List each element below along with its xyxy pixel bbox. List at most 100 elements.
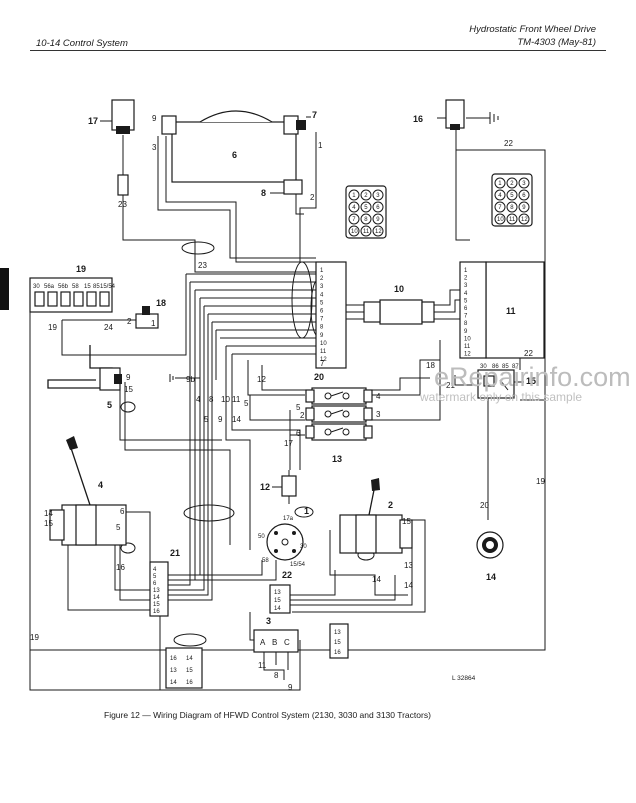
switch-terminal-17a: 17a (283, 516, 294, 522)
component-10-connector (363, 299, 435, 325)
wire-label-13-6: 6 (296, 429, 301, 438)
component-15-relay (477, 369, 515, 399)
connector-11-pin: 4 (464, 291, 468, 297)
pin-face-number: 2 (510, 181, 514, 187)
wire-label-12: 12 (257, 375, 266, 384)
pin-face-hole (372, 201, 384, 213)
wire-label-15-lever: 15 (44, 519, 53, 528)
component-16-sensor (445, 99, 499, 130)
pin-face-number: 8 (364, 217, 368, 223)
wire-label-5: 5 (204, 415, 209, 424)
plug-21-face-number: 15 (186, 668, 193, 674)
wire-label-24: 24 (104, 323, 113, 332)
relay-terminal-30: 30 (480, 364, 487, 370)
wire-label-2-mid: 2 (127, 317, 132, 326)
pin-face-hole (360, 201, 372, 213)
component-19-terminal-strip (29, 277, 113, 313)
component-11-control-unit (459, 261, 545, 359)
label-8: 8 (261, 188, 266, 198)
wire-label-14-left: 14 (44, 509, 53, 518)
connector-20-pin: 6 (320, 309, 324, 315)
figure-code: L 32864 (452, 675, 476, 682)
pin-face-hole (494, 213, 506, 225)
wire-label-8-bottom: 8 (274, 671, 279, 680)
component-14-indicator-lamp (476, 531, 504, 559)
plug-21-face-number: 16 (186, 680, 193, 686)
wire-label-18: 18 (426, 361, 435, 370)
pin-face-number: 7 (498, 205, 502, 211)
wire-label-14-right: 14 (372, 575, 381, 584)
connector-11-pin: 8 (464, 321, 468, 327)
label-17: 17 (88, 116, 98, 126)
pin-face-hole (360, 225, 372, 237)
wire-label-10: 10 (221, 395, 230, 404)
label-7: 7 (312, 110, 317, 120)
plug-22-face-number: 16 (334, 650, 341, 656)
wire-label-16: 16 (116, 563, 125, 572)
connector-11-pin: 2 (464, 276, 468, 282)
label-18: 18 (156, 298, 166, 308)
pin-face-hole (348, 225, 360, 237)
plug-21-face-number: 14 (186, 656, 193, 662)
switch-terminal-15-54: 15/54 (290, 562, 306, 568)
watermark-site: eRepairinfo.com (434, 362, 631, 392)
pin-face-hole (518, 213, 530, 225)
wire-label-6: 6 (120, 507, 125, 516)
pin-face-number: 10 (351, 229, 358, 235)
connector-11-pin: 9 (464, 329, 468, 335)
connector-11-pin: 6 (464, 306, 468, 312)
pin-face-number: 12 (521, 217, 528, 223)
component-12-diode (281, 470, 297, 504)
wire-label-13-2: 2 (300, 411, 305, 420)
connector-20-pin: 1 (320, 268, 324, 274)
pin-face-number: 2 (364, 193, 368, 199)
plug-22-pin: 14 (274, 606, 281, 612)
connector-11-pin: 10 (464, 336, 471, 342)
plug-21-pin: 15 (153, 602, 160, 608)
plug-21-face (165, 647, 203, 689)
wire-label-2-top: 2 (310, 193, 315, 202)
label-4: 4 (98, 480, 103, 490)
plug-21-pin: 6 (153, 581, 157, 587)
connector-20-pin: 4 (320, 292, 324, 298)
manual-number: TM-4303 (May-81) (517, 37, 596, 48)
connector-11-pin: 1 (464, 268, 468, 274)
pin-face-number: 12 (375, 229, 382, 235)
component-1-key-switch (266, 523, 304, 561)
pin-face-number: 9 (522, 205, 526, 211)
pin-face-number: 3 (376, 193, 380, 199)
connector-3-pin-a: A (260, 638, 266, 647)
pin-face-hole (518, 189, 530, 201)
wire-label-3-top: 3 (152, 143, 157, 152)
plug-22-face-number: 13 (334, 630, 341, 636)
label-13: 13 (332, 454, 342, 464)
pin-face-hole (506, 177, 518, 189)
pin-face-number: 11 (509, 217, 516, 223)
connector-20-pin: 11 (320, 349, 327, 355)
pin-face-hole (348, 189, 360, 201)
switch-terminal-50: 50 (258, 534, 265, 540)
label-14-lamp: 14 (486, 572, 496, 582)
label-1: 1 (304, 506, 309, 516)
pin-face-number: 6 (376, 205, 380, 211)
connector-11-pin: 3 (464, 283, 468, 289)
wire-label-21: 21 (446, 381, 455, 390)
manual-title: Hydrostatic Front Wheel Drive (469, 24, 596, 35)
connector-20-pin: 9 (320, 333, 324, 339)
pin-face-number: 1 (498, 181, 502, 187)
wire-label-11: 11 (232, 395, 241, 404)
label-2: 2 (388, 500, 393, 510)
wire-label-17: 17 (284, 439, 293, 448)
wire-label-9-mid: 9 (218, 415, 223, 424)
pin-face-number: 5 (364, 205, 368, 211)
label-11: 11 (506, 306, 516, 316)
connector-20-pin: 12 (320, 357, 327, 363)
connector-3-pin-c: C (284, 638, 290, 647)
label-12: 12 (260, 482, 270, 492)
wire-label-13-3: 3 (376, 410, 381, 419)
plug-22-face-number: 15 (334, 640, 341, 646)
